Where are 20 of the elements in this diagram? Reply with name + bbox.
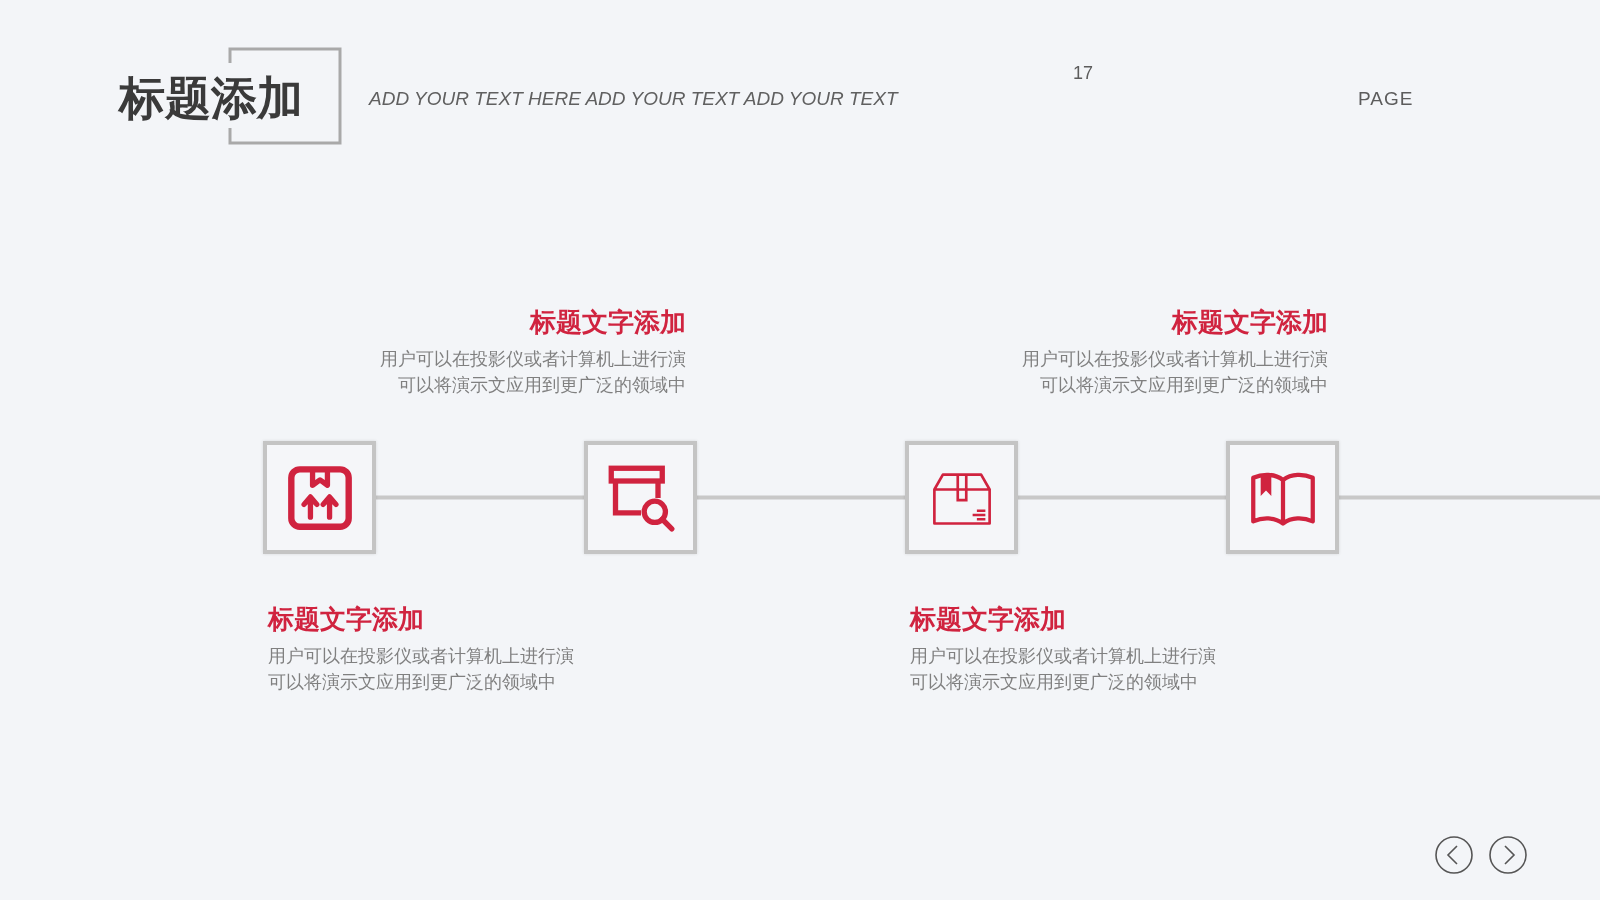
step-heading: 标题文字添加 bbox=[268, 603, 424, 635]
connector-line bbox=[1018, 495, 1226, 500]
icon-tile bbox=[263, 441, 376, 554]
step-heading: 标题文字添加 bbox=[1172, 306, 1328, 338]
icon-tile bbox=[584, 441, 697, 554]
icon-tile bbox=[1226, 441, 1339, 554]
slide-title: 标题添加 bbox=[119, 71, 303, 126]
step-heading: 标题文字添加 bbox=[910, 603, 1066, 635]
step-description: 用户可以在投影仪或者计算机上进行演可以将演示文应用到更广泛的领域中 bbox=[268, 645, 575, 694]
icon-tile bbox=[905, 441, 1018, 554]
subtitle: ADD YOUR TEXT HERE ADD YOUR TEXT ADD YOUR TEXT bbox=[369, 87, 898, 111]
step-description: 用户可以在投影仪或者计算机上进行演可以将演示文应用到更广泛的领域中 bbox=[1021, 348, 1328, 397]
step-description: 用户可以在投影仪或者计算机上进行演可以将演示文应用到更广泛的领域中 bbox=[379, 348, 686, 397]
page-label: PAGE bbox=[1358, 87, 1414, 111]
step-heading: 标题文字添加 bbox=[530, 306, 686, 338]
connector-line bbox=[376, 495, 584, 500]
page-number: 17 bbox=[1073, 61, 1094, 85]
connector-line bbox=[697, 495, 905, 500]
connector-line bbox=[1339, 495, 1600, 500]
step-description: 用户可以在投影仪或者计算机上进行演可以将演示文应用到更广泛的领域中 bbox=[910, 645, 1217, 694]
